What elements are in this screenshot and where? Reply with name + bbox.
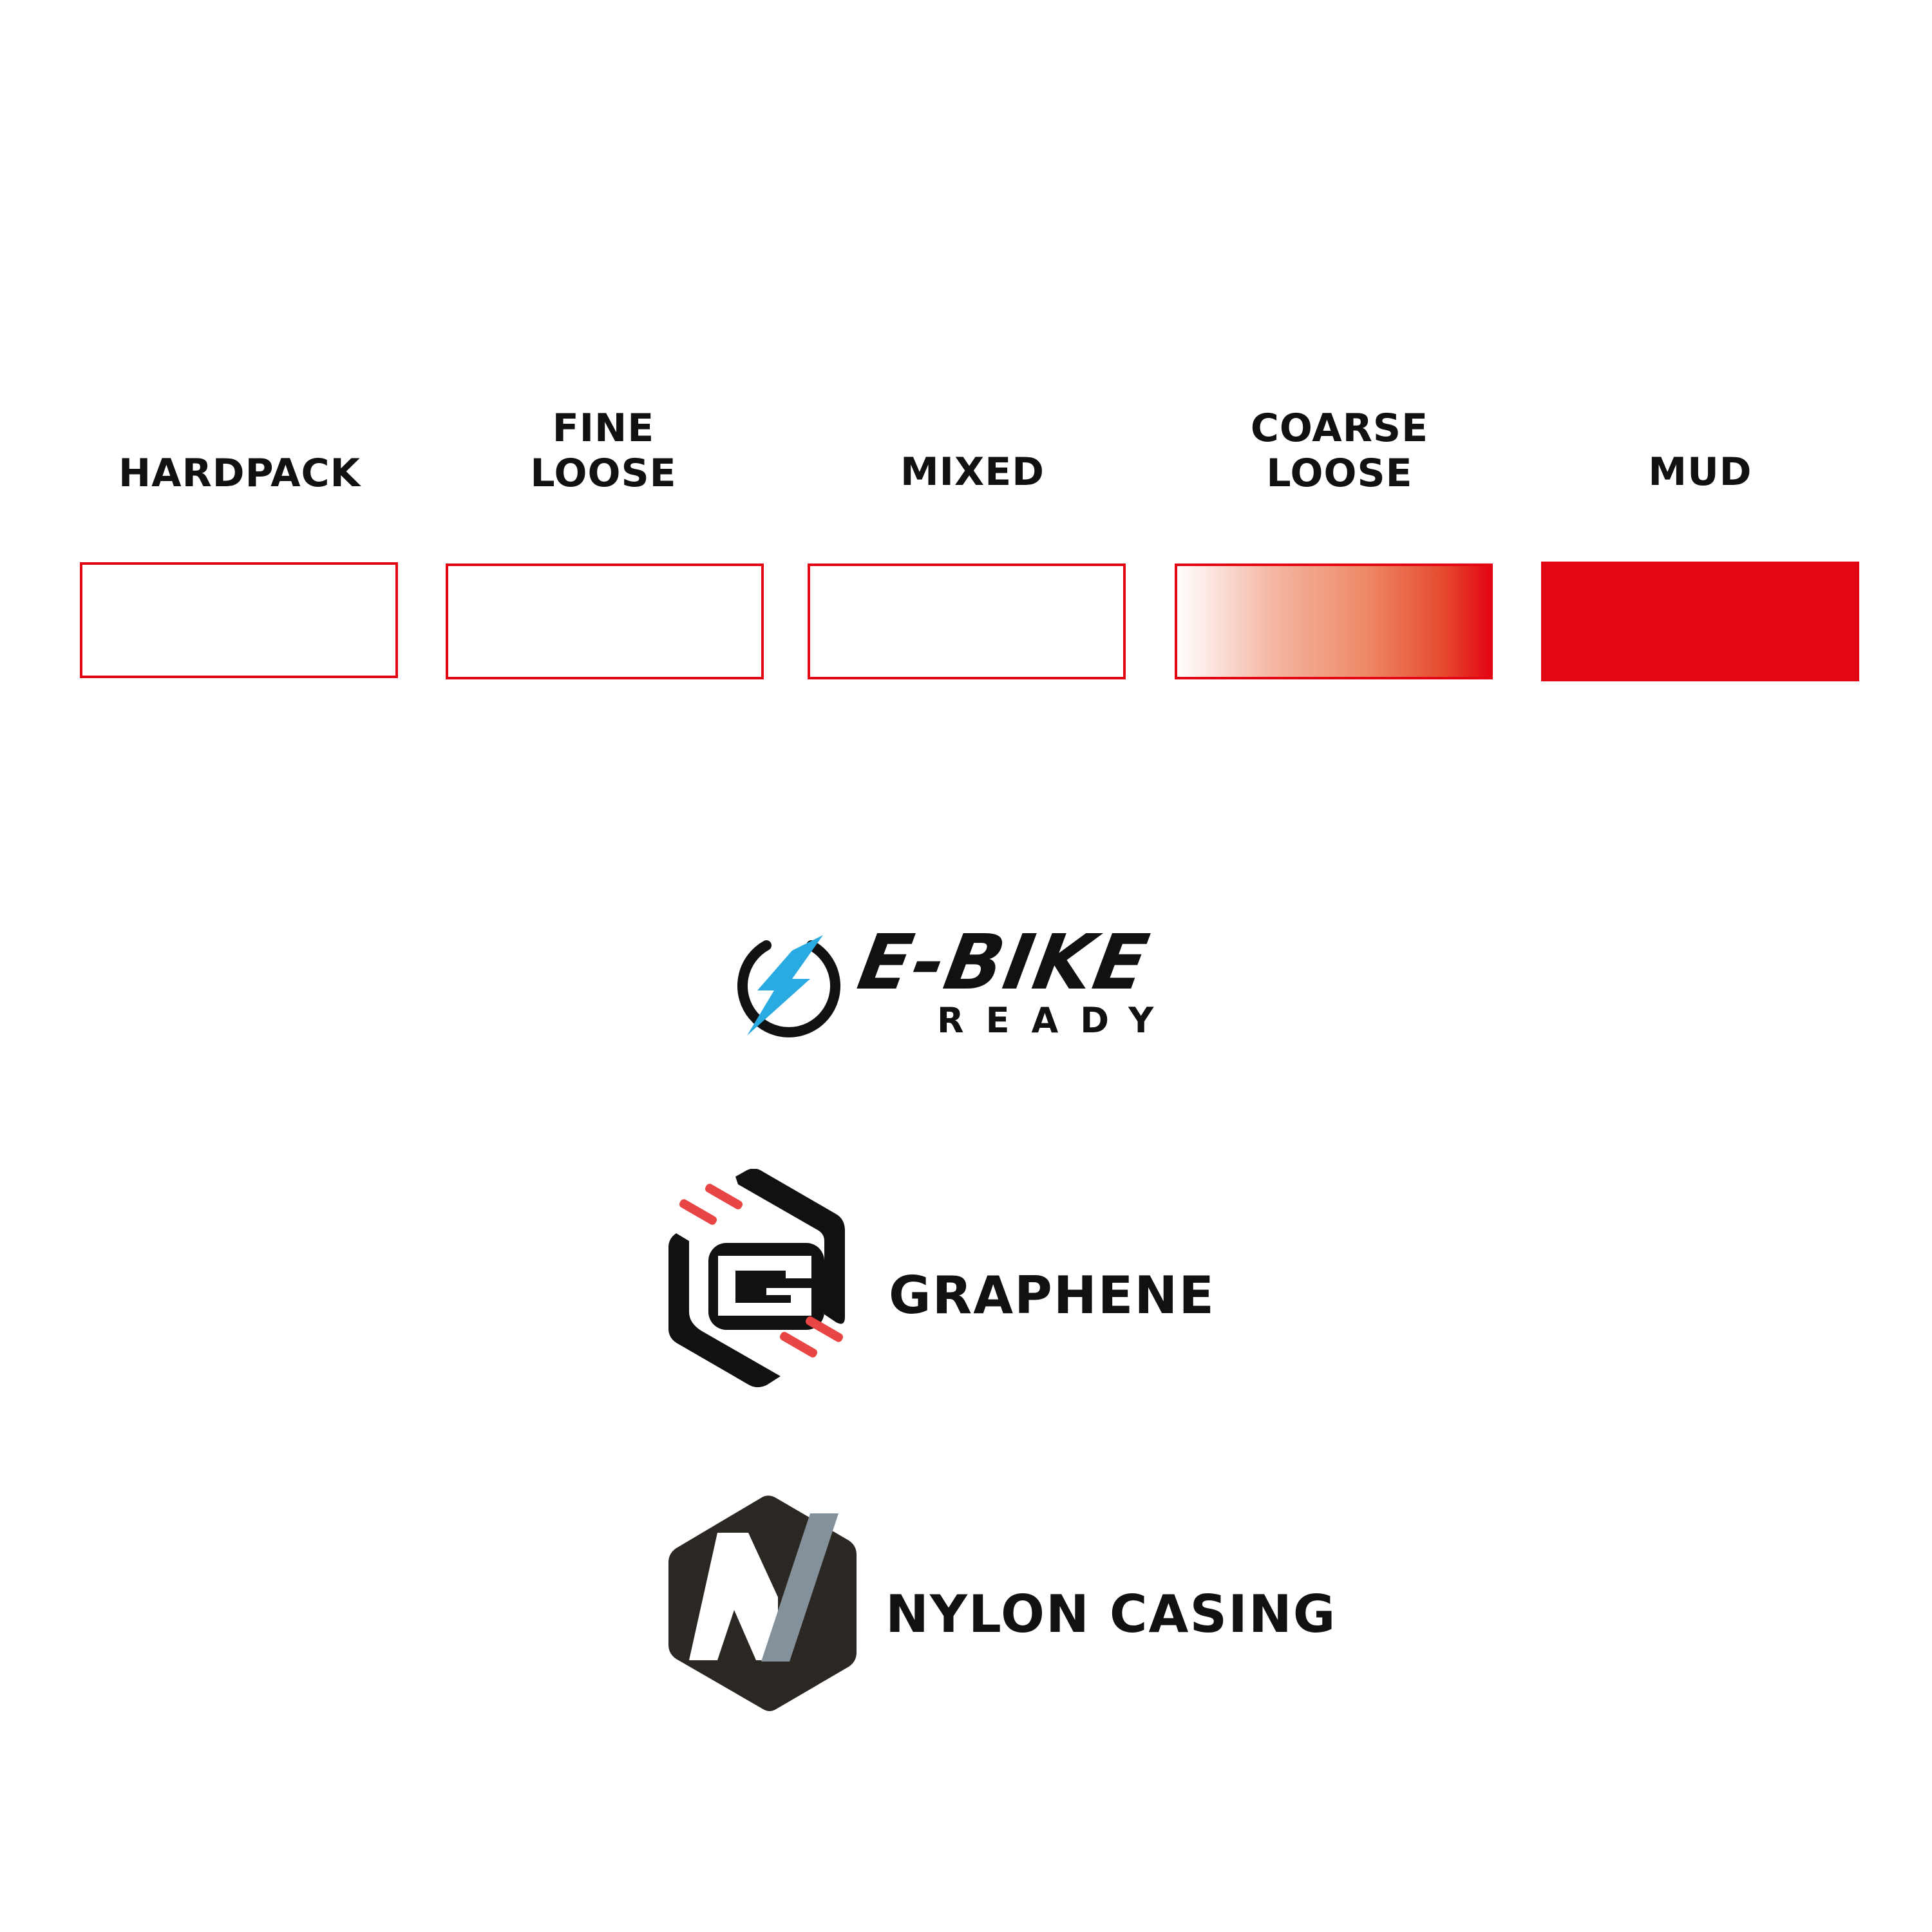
ebike-subtitle: READY bbox=[937, 1000, 1176, 1041]
terrain-label-line: MIXED bbox=[900, 450, 1045, 495]
ebike-title: E-BIKE bbox=[851, 918, 1156, 1007]
terrain-label-fine-loose: FINE LOOSE bbox=[436, 406, 771, 496]
graphene-hexagon-icon bbox=[668, 1169, 845, 1387]
terrain-label-line: LOOSE bbox=[1266, 451, 1413, 496]
terrain-bar-hardpack bbox=[80, 562, 398, 678]
terrain-label-line: FINE bbox=[552, 406, 655, 451]
nylon-hexagon-icon bbox=[668, 1495, 857, 1711]
terrain-label-coarse-loose: COARSE LOOSE bbox=[1172, 406, 1507, 496]
terrain-label-line: MUD bbox=[1648, 450, 1752, 495]
terrain-label-line: HARDPACK bbox=[118, 451, 361, 496]
terrain-label-line: COARSE bbox=[1250, 406, 1429, 451]
terrain-bar-mud bbox=[1541, 562, 1859, 681]
terrain-label-line: LOOSE bbox=[530, 451, 677, 496]
graphene-label: GRAPHENE bbox=[889, 1265, 1216, 1325]
nylon-label: NYLON CASING bbox=[886, 1584, 1337, 1644]
terrain-label-hardpack: HARDPACK bbox=[72, 451, 407, 496]
terrain-label-mixed: MIXED bbox=[805, 450, 1140, 495]
lightning-bolt-icon bbox=[737, 935, 840, 1037]
terrain-bar-coarse-loose bbox=[1175, 564, 1493, 679]
terrain-bar-mixed bbox=[808, 564, 1126, 679]
terrain-bar-fine-loose bbox=[446, 564, 764, 679]
terrain-label-mud: MUD bbox=[1533, 450, 1868, 495]
